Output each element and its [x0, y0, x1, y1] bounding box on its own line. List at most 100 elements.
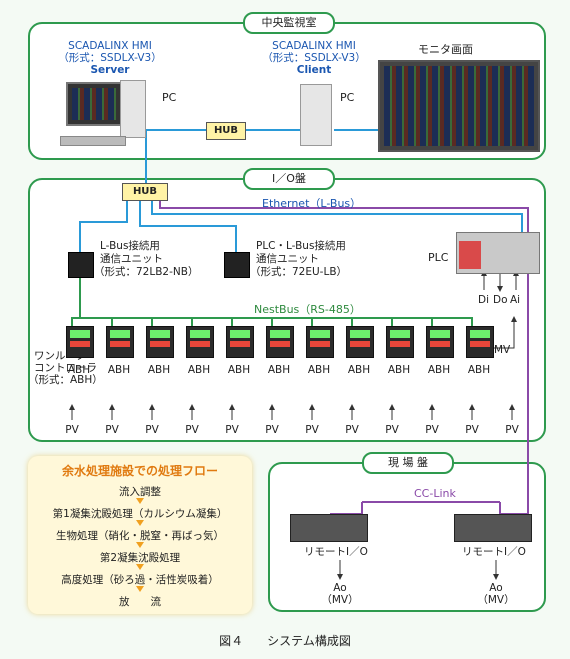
- flow-arrow-5: [136, 586, 144, 592]
- central-room-title: 中央監視室: [243, 12, 335, 34]
- abh-label-8: ABH: [347, 364, 371, 376]
- pv-label-1: PV: [65, 424, 79, 436]
- abh-controller-6: [266, 326, 294, 358]
- server-role: Server: [90, 64, 130, 76]
- nestbus-link-9: [391, 317, 433, 326]
- nestbus-link-2: [111, 317, 153, 326]
- remote-io-1-label: リモートI／O: [304, 546, 368, 558]
- abh-label-3: ABH: [147, 364, 171, 376]
- abh-label-9: ABH: [387, 364, 411, 376]
- abh-controller-2: [106, 326, 134, 358]
- abh-controller-9: [386, 326, 414, 358]
- abh-controller-11: [466, 326, 494, 358]
- server-pc-label: PC: [162, 91, 177, 104]
- flow-title: 余水処理施設での処理フロー: [61, 464, 218, 478]
- client-pc-label: PC: [340, 91, 355, 104]
- nestbus-label: NestBus（RS-485）: [254, 303, 361, 316]
- pv-label-12: PV: [505, 424, 519, 436]
- unit1-line1: L-Bus接続用: [100, 240, 160, 252]
- hub-unit2-cable: [139, 196, 237, 252]
- flow-arrow-1: [136, 498, 144, 504]
- ao1-line1: Ao: [333, 582, 347, 594]
- unit2-line2: 通信ユニット: [256, 253, 319, 265]
- ao2-line2: （MV）: [477, 594, 515, 606]
- unit1-line3: （形式：72LB2-NB）: [94, 266, 199, 278]
- server-tower: [120, 80, 146, 138]
- io-panel-title: I／O盤: [243, 168, 335, 190]
- pv-label-5: PV: [225, 424, 239, 436]
- nestbus-link-1: [71, 317, 113, 326]
- controller-desc-line3: （形式：ABH）: [28, 374, 103, 386]
- nestbus-wires: [71, 317, 473, 326]
- flow-step-5: 高度処理（砂ろ過・活性炭吸着）: [61, 574, 219, 586]
- plc-ai-label: Ai: [510, 294, 521, 306]
- plc-device: [456, 232, 540, 274]
- abh-label-11: ABH: [467, 364, 491, 376]
- nestbus-link-8: [351, 317, 393, 326]
- flow-step-3: 生物処理（硝化・脱窒・再ばっ気）: [56, 530, 224, 542]
- server-keyboard: [60, 136, 126, 146]
- flow-step-2: 第1凝集沈殿処理（カルシウム凝集）: [52, 508, 228, 520]
- abh-label-2: ABH: [107, 364, 131, 376]
- ao1-line2: （MV）: [321, 594, 359, 606]
- pv-arrowhead-11: [469, 404, 475, 410]
- pv-label-11: PV: [465, 424, 479, 436]
- abh-controller-1: [66, 326, 94, 358]
- pv-label-10: PV: [425, 424, 439, 436]
- unit1-line2: 通信ユニット: [100, 253, 163, 265]
- plc-di-label: Di: [478, 294, 490, 306]
- io-hub: HUB: [122, 183, 168, 201]
- flow-step-6: 放 流: [119, 596, 161, 608]
- pv-arrowhead-3: [149, 404, 155, 410]
- pv-arrows: [69, 404, 515, 420]
- client-hmi-model: （形式：SSDLX-V3）: [262, 52, 366, 64]
- abh-controller-3: [146, 326, 174, 358]
- abh-label-4: ABH: [187, 364, 211, 376]
- treatment-flow-box: 余水処理施設での処理フロー 流入調整 第1凝集沈殿処理（カルシウム凝集） 生物処…: [28, 456, 252, 614]
- pv-label-8: PV: [345, 424, 359, 436]
- mv-line: [490, 318, 515, 349]
- unit2-line3: （形式：72EU-LB）: [250, 266, 348, 278]
- ethernet-lbus-cable: [151, 196, 523, 232]
- abh-controller-8: [346, 326, 374, 358]
- ethernet-label: Ethernet（L-Bus）: [262, 197, 362, 210]
- abh-label-10: ABH: [427, 364, 451, 376]
- pv-arrowhead-7: [309, 404, 315, 410]
- pv-label-9: PV: [385, 424, 399, 436]
- remote-io-2-label: リモートI／O: [462, 546, 526, 558]
- client-tower: [300, 84, 332, 146]
- large-monitor-screen: [378, 60, 540, 152]
- nestbus-link-4: [191, 317, 233, 326]
- pv-arrowhead-12: [509, 404, 515, 410]
- pv-arrowhead-10: [429, 404, 435, 410]
- pv-arrowhead-5: [229, 404, 235, 410]
- plc-label: PLC: [428, 251, 449, 264]
- plc-lbus-comm-unit-icon: [224, 252, 250, 278]
- pv-label-7: PV: [305, 424, 319, 436]
- nestbus-link-5: [231, 317, 273, 326]
- controller-desc-line2: コントローラ: [34, 362, 97, 374]
- monitor-screen-label: モニタ画面: [418, 43, 473, 56]
- hub-unit1-cable: [79, 196, 128, 252]
- nestbus-link-7: [311, 317, 353, 326]
- pv-arrowhead-4: [189, 404, 195, 410]
- nestbus-link-6: [271, 317, 313, 326]
- flow-step-1: 流入調整: [119, 486, 161, 498]
- mv-label: MV: [494, 344, 511, 356]
- plc-cclink-cable: [159, 196, 529, 232]
- pv-label-4: PV: [185, 424, 199, 436]
- remote-io-1-device: [290, 514, 368, 542]
- pv-label-2: PV: [105, 424, 119, 436]
- client-hmi-name: SCADALINX HMI: [272, 40, 356, 52]
- field-panel-title: 現 場 盤: [362, 452, 454, 474]
- cclink-label: CC-Link: [414, 487, 456, 500]
- remote-io-2-device: [454, 514, 532, 542]
- flow-arrow-2: [136, 520, 144, 526]
- abh-controller-4: [186, 326, 214, 358]
- abh-label-1: ABH: [67, 364, 91, 376]
- nestbus-link-10: [431, 317, 473, 326]
- pv-label-6: PV: [265, 424, 279, 436]
- abh-label-6: ABH: [267, 364, 291, 376]
- flow-step-4: 第2凝集沈殿処理: [99, 552, 181, 564]
- abh-controller-7: [306, 326, 334, 358]
